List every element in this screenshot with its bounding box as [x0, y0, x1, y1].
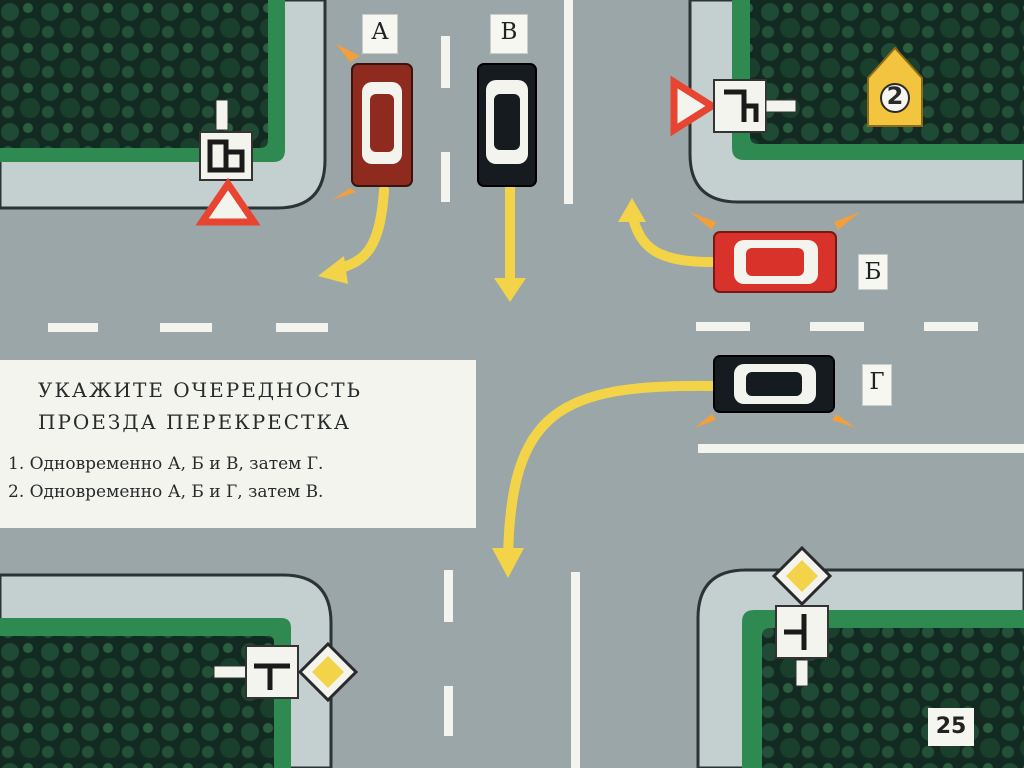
yield-sign-north-east	[670, 75, 797, 137]
question-panel: УКАЖИТЕ ОЧЕРЕДНОСТЬ ПРОЕЗДА ПЕРЕКРЕСТКА …	[0, 360, 476, 528]
house-number-sign	[867, 46, 923, 127]
arrow-head-b	[618, 198, 646, 222]
arrow-vehicle-g	[503, 380, 717, 565]
vehicle-v	[477, 63, 537, 187]
arrow-head-a	[318, 256, 348, 284]
arrow-head-g	[492, 548, 524, 578]
arrow-vehicle-b	[627, 209, 717, 267]
vehicle-label-a: А	[362, 14, 398, 54]
vehicle-b	[690, 212, 860, 293]
priority-road-sign-south-east	[771, 545, 833, 687]
frame-number: 25	[928, 708, 974, 746]
block-south-east	[696, 568, 1024, 768]
block-north-west	[0, 0, 327, 210]
lane-markings	[48, 0, 1024, 768]
vehicle-a	[332, 44, 413, 200]
question-line-2: ПРОЕЗДА ПЕРЕКРЕСТКА	[38, 410, 352, 434]
question-line-1: УКАЖИТЕ ОЧЕРЕДНОСТЬ	[38, 378, 363, 402]
priority-road-sign-south-west	[213, 641, 359, 703]
house-number-text: 2	[886, 82, 904, 110]
arrow-head-v	[494, 278, 526, 302]
vehicle-g	[694, 355, 856, 428]
movement-arrows	[329, 183, 717, 565]
vehicle-label-b: Б	[858, 254, 888, 290]
vehicle-label-v: В	[490, 14, 528, 54]
answer-option-2[interactable]: 2. Одновременно А, Б и Г, затем В.	[8, 482, 324, 502]
yield-sign-north-west	[195, 99, 261, 226]
answer-option-1[interactable]: 1. Одновременно А, Б и В, затем Г.	[8, 454, 324, 474]
house-number: 2	[868, 48, 922, 126]
vehicle-label-g: Г	[862, 364, 892, 406]
